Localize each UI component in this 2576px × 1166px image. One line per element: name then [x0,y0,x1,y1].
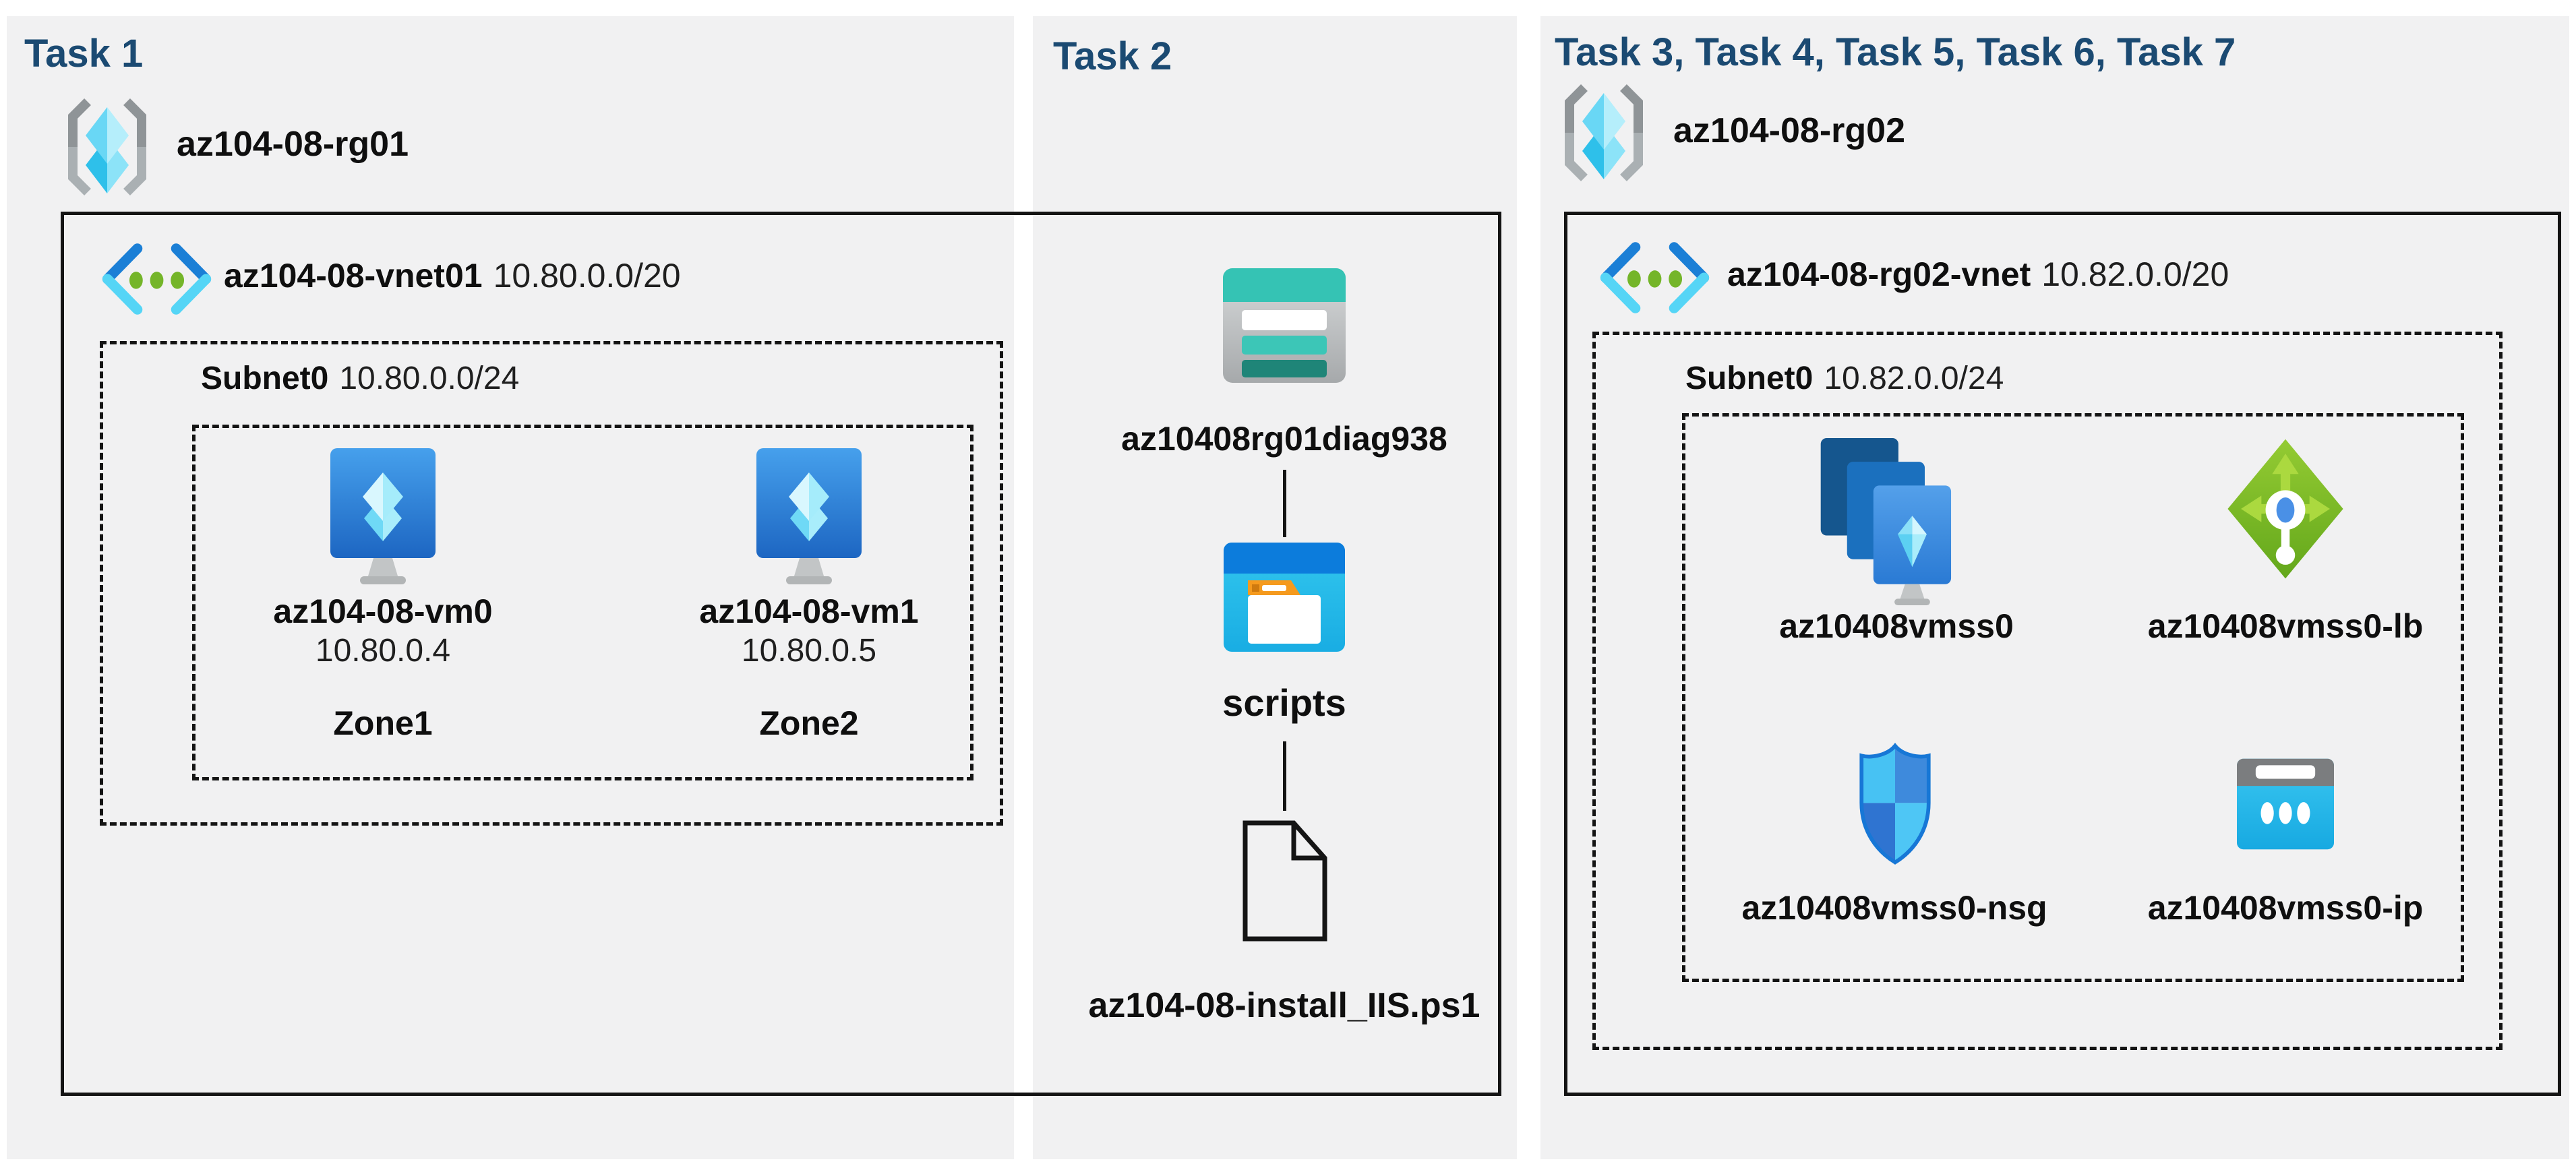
subnet-cidr: 10.80.0.0/24 [339,361,520,396]
vnet-name: az104-08-vnet01 [224,257,483,295]
vm-name: az104-08-vm1 [699,592,919,630]
subnet-name: Subnet0 [1685,361,1814,396]
nsg-icon [1859,743,1931,865]
vm-zone: Zone2 [759,704,859,742]
public-ip-icon [2237,758,2334,850]
task3-title: Task 3, Task 4, Task 5, Task 6, Task 7 [1555,30,2236,74]
vmss-name: az10408vmss0 [1779,607,2014,645]
nsg-name: az10408vmss0-nsg [1741,889,2047,927]
vm-name: az104-08-vm0 [273,592,493,630]
load-balancer-name: az10408vmss0-lb [2147,607,2424,645]
file-icon [1242,820,1327,942]
subnet-cidr: 10.82.0.0/24 [1824,361,2004,396]
vnet-name: az104-08-rg02-vnet [1727,255,2031,293]
virtual-network-icon [102,243,212,315]
vm-zone: Zone1 [333,704,433,742]
vnet-name-and-cidr: az104-08-vnet01 10.80.0.0/20 [224,256,681,295]
file-name: az104-08-install_IIS.ps1 [1088,986,1480,1025]
resource-group-name: az104-08-rg01 [177,125,409,164]
public-ip-name: az10408vmss0-ip [2147,889,2424,927]
task3-panel [1540,16,2569,1159]
virtual-machine-icon [330,448,436,584]
vnet-name-and-cidr: az104-08-rg02-vnet 10.82.0.0/20 [1727,255,2229,294]
resource-group-icon [68,98,146,195]
storage-account-name: az10408rg01diag938 [1121,420,1447,458]
subnet-name: Subnet0 [201,361,329,396]
subnet1-outer-dashed-box [100,341,1003,826]
vnet1-boundary-box [61,212,1501,1096]
subnet-name-and-cidr: Subnet0 10.82.0.0/24 [1685,360,2004,397]
resource-group-icon [1565,84,1643,181]
task1-panel [7,16,1014,1159]
container-name: scripts [1222,681,1346,724]
blob-container-icon [1224,543,1345,652]
virtual-network-icon [1600,242,1710,313]
load-balancer-icon [2227,439,2343,579]
vnet-cidr: 10.80.0.0/20 [493,257,681,295]
connector-line [1283,470,1286,537]
subnet1-inner-dashed-box [192,425,974,780]
vmss-icon [1820,438,1952,606]
vm-ip: 10.80.0.5 [741,633,877,669]
resource-group-name: az104-08-rg02 [1673,111,1905,150]
vm-ip: 10.80.0.4 [315,633,451,669]
subnet2-inner-dashed-box [1682,413,2464,982]
vnet2-boundary-box [1564,212,2561,1096]
subnet-name-and-cidr: Subnet0 10.80.0.0/24 [201,360,519,397]
storage-account-icon [1223,268,1346,383]
vnet-cidr: 10.82.0.0/20 [2041,255,2229,293]
subnet2-outer-dashed-box [1592,332,2503,1050]
virtual-machine-icon [756,448,862,584]
connector-line [1283,741,1286,811]
task2-title: Task 2 [1053,34,1172,78]
task1-title: Task 1 [24,32,144,75]
